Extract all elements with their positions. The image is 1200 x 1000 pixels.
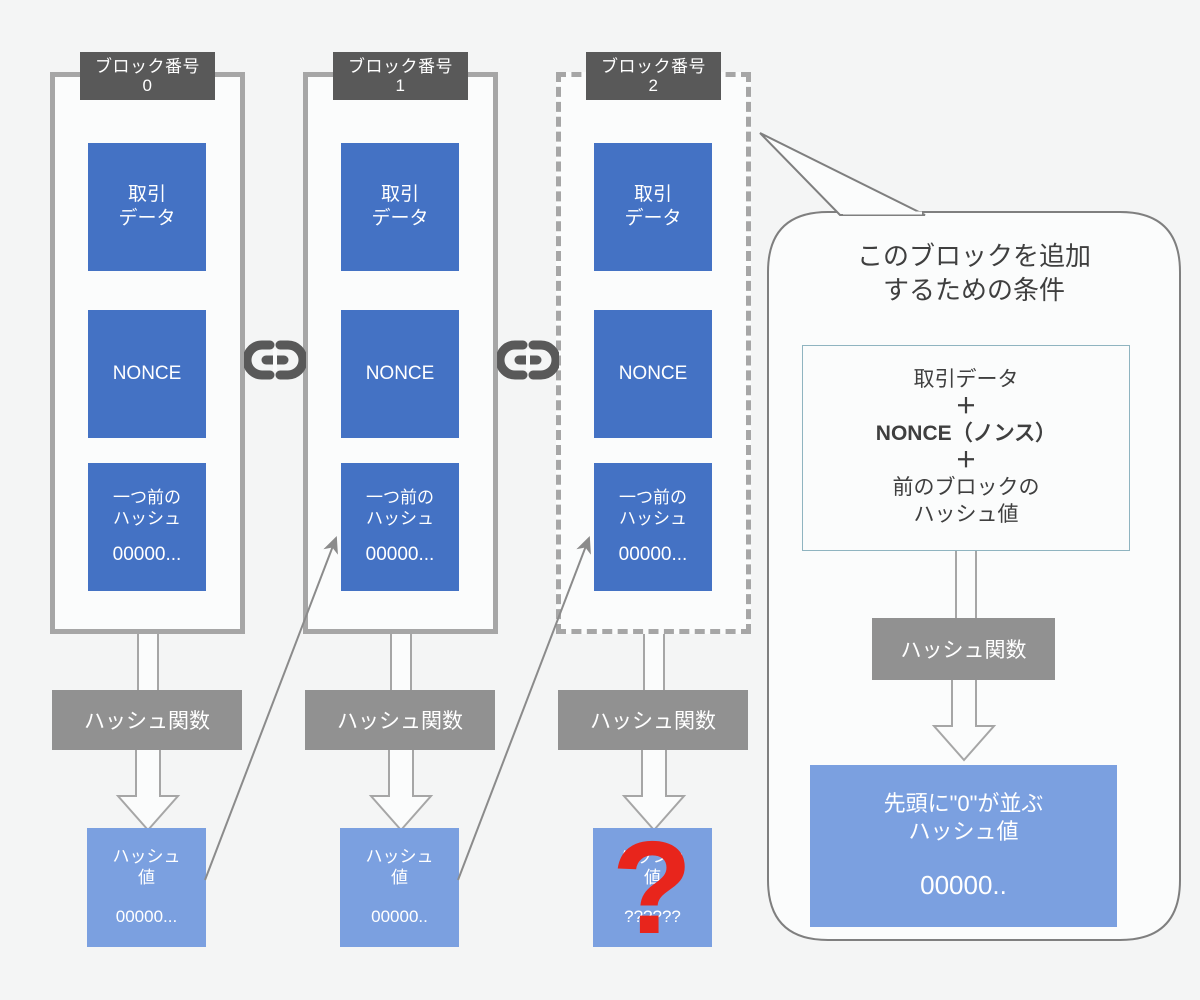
chain-link-icon-0 — [242, 336, 308, 384]
callout-title-line2: するための条件 — [882, 274, 1065, 305]
callout-formula-box: 取引データ ＋ NONCE（ノンス） ＋ 前のブロックの ハッシュ値 — [802, 345, 1130, 551]
formula-plus-1: ＋ — [955, 395, 977, 419]
callout-arrow-to-hashfn — [938, 551, 994, 619]
block-1-cell-prev-hash: 一つ前の ハッシュ 00000... — [341, 463, 459, 591]
block-0-header-label: ブロック番号 — [95, 56, 200, 76]
cell-line1: 取引 — [127, 184, 166, 206]
block-0-header-number: 0 — [142, 76, 153, 95]
hash-function-label: ハッシュ関数 — [337, 710, 463, 733]
cell-line1: NONCE — [112, 363, 182, 385]
result-line1: ハッシュ — [618, 847, 687, 867]
block-1-arrow-to-result — [359, 748, 443, 832]
block-0-header: ブロック番号 0 — [80, 52, 215, 100]
block-1-hash-function: ハッシュ関数 — [305, 690, 495, 750]
result-line2: 値 — [391, 868, 408, 888]
cell-line1: 取引 — [380, 184, 419, 206]
chain-link-icon-1 — [495, 336, 561, 384]
cell-line1: 取引 — [633, 184, 672, 206]
result-line2: 値 — [644, 868, 661, 888]
block-0-cell-nonce: NONCE — [88, 310, 206, 438]
block-1-header-label: ブロック番号 — [348, 56, 453, 76]
block-2-cell-transaction: 取引 データ — [594, 143, 712, 271]
result-line1: ハッシュ — [365, 847, 434, 867]
callout-title-line1: このブロックを追加 — [856, 241, 1091, 271]
cell-line2: ハッシュ — [366, 509, 434, 529]
callout-hash-function: ハッシュ関数 — [872, 618, 1055, 680]
cell-line2: ハッシュ — [619, 509, 687, 529]
cell-hash: 00000... — [618, 544, 688, 566]
block-1-cell-nonce: NONCE — [341, 310, 459, 438]
question-mark-glyph: ? — [611, 813, 693, 961]
block-1-header: ブロック番号 1 — [333, 52, 468, 100]
block-2-result-hash: ハッシュ 値 ?????? — [593, 828, 712, 947]
callout-result-hash: 先頭に"0"が並ぶ ハッシュ値 00000.. — [810, 765, 1117, 927]
block-2-header: ブロック番号 2 — [586, 52, 721, 100]
cell-line1: 一つ前の — [619, 487, 687, 507]
cell-line2: ハッシュ — [113, 509, 181, 529]
cell-line1: NONCE — [365, 363, 435, 385]
result-hash: 00000.. — [371, 906, 428, 926]
formula-line-nonce: NONCE（ノンス） — [875, 422, 1057, 446]
result-line1: ハッシュ — [112, 847, 181, 867]
block-2-arrow-to-hashfn — [626, 634, 682, 692]
unknown-hash-question-mark-icon: ? — [612, 821, 693, 953]
connector-hash1-to-block2 — [457, 535, 591, 881]
callout-arrow-to-result — [922, 678, 1006, 762]
block-0-cell-transaction: 取引 データ — [88, 143, 206, 271]
block-0-result-hash: ハッシュ 値 00000... — [87, 828, 206, 947]
cell-line2: データ — [371, 208, 429, 229]
block-2-hash-function: ハッシュ関数 — [558, 690, 748, 750]
hash-function-label: ハッシュ関数 — [900, 639, 1027, 662]
callout-title: このブロックを追加 するための条件 — [800, 240, 1148, 308]
cell-hash: 00000... — [365, 544, 435, 566]
formula-plus-2: ＋ — [955, 449, 977, 472]
block-2-header-number: 2 — [648, 76, 659, 95]
cell-hash: 00000... — [112, 544, 182, 566]
block-0-cell-prev-hash: 一つ前の ハッシュ 00000... — [88, 463, 206, 591]
cell-line1: 一つ前の — [113, 487, 181, 507]
block-1-header-number: 1 — [395, 76, 406, 95]
cell-line1: NONCE — [618, 363, 688, 385]
block-1-cell-transaction: 取引 データ — [341, 143, 459, 271]
connector-hash0-to-block1 — [204, 535, 338, 881]
cell-line1: 一つ前の — [366, 487, 434, 507]
result-hash: 00000... — [115, 906, 178, 926]
callout-result-line2: ハッシュ値 — [908, 819, 1019, 845]
formula-line-transaction: 取引データ — [913, 368, 1019, 392]
block-1-result-hash: ハッシュ 値 00000.. — [340, 828, 459, 947]
hash-function-label: ハッシュ関数 — [590, 710, 716, 733]
result-hash: ?????? — [624, 906, 681, 926]
formula-line-prev-block: 前のブロックの — [892, 475, 1040, 499]
callout-result-line1: 先頭に"0"が並ぶ — [883, 790, 1044, 816]
callout-result-hash-value: 00000.. — [920, 869, 1007, 900]
cell-line2: データ — [118, 208, 176, 229]
cell-line2: データ — [624, 208, 682, 229]
block-0-hash-function: ハッシュ関数 — [52, 690, 242, 750]
block-2-arrow-to-result — [612, 748, 696, 832]
block-0-arrow-to-result — [106, 748, 190, 832]
block-2-cell-nonce: NONCE — [594, 310, 712, 438]
formula-line-prev-hash: ハッシュ値 — [913, 502, 1019, 526]
block-2-cell-prev-hash: 一つ前の ハッシュ 00000... — [594, 463, 712, 591]
block-0-arrow-to-hashfn — [120, 634, 176, 692]
block-1-arrow-to-hashfn — [373, 634, 429, 692]
block-2-header-label: ブロック番号 — [601, 56, 706, 76]
hash-function-label: ハッシュ関数 — [84, 710, 210, 733]
result-line2: 値 — [138, 868, 155, 888]
